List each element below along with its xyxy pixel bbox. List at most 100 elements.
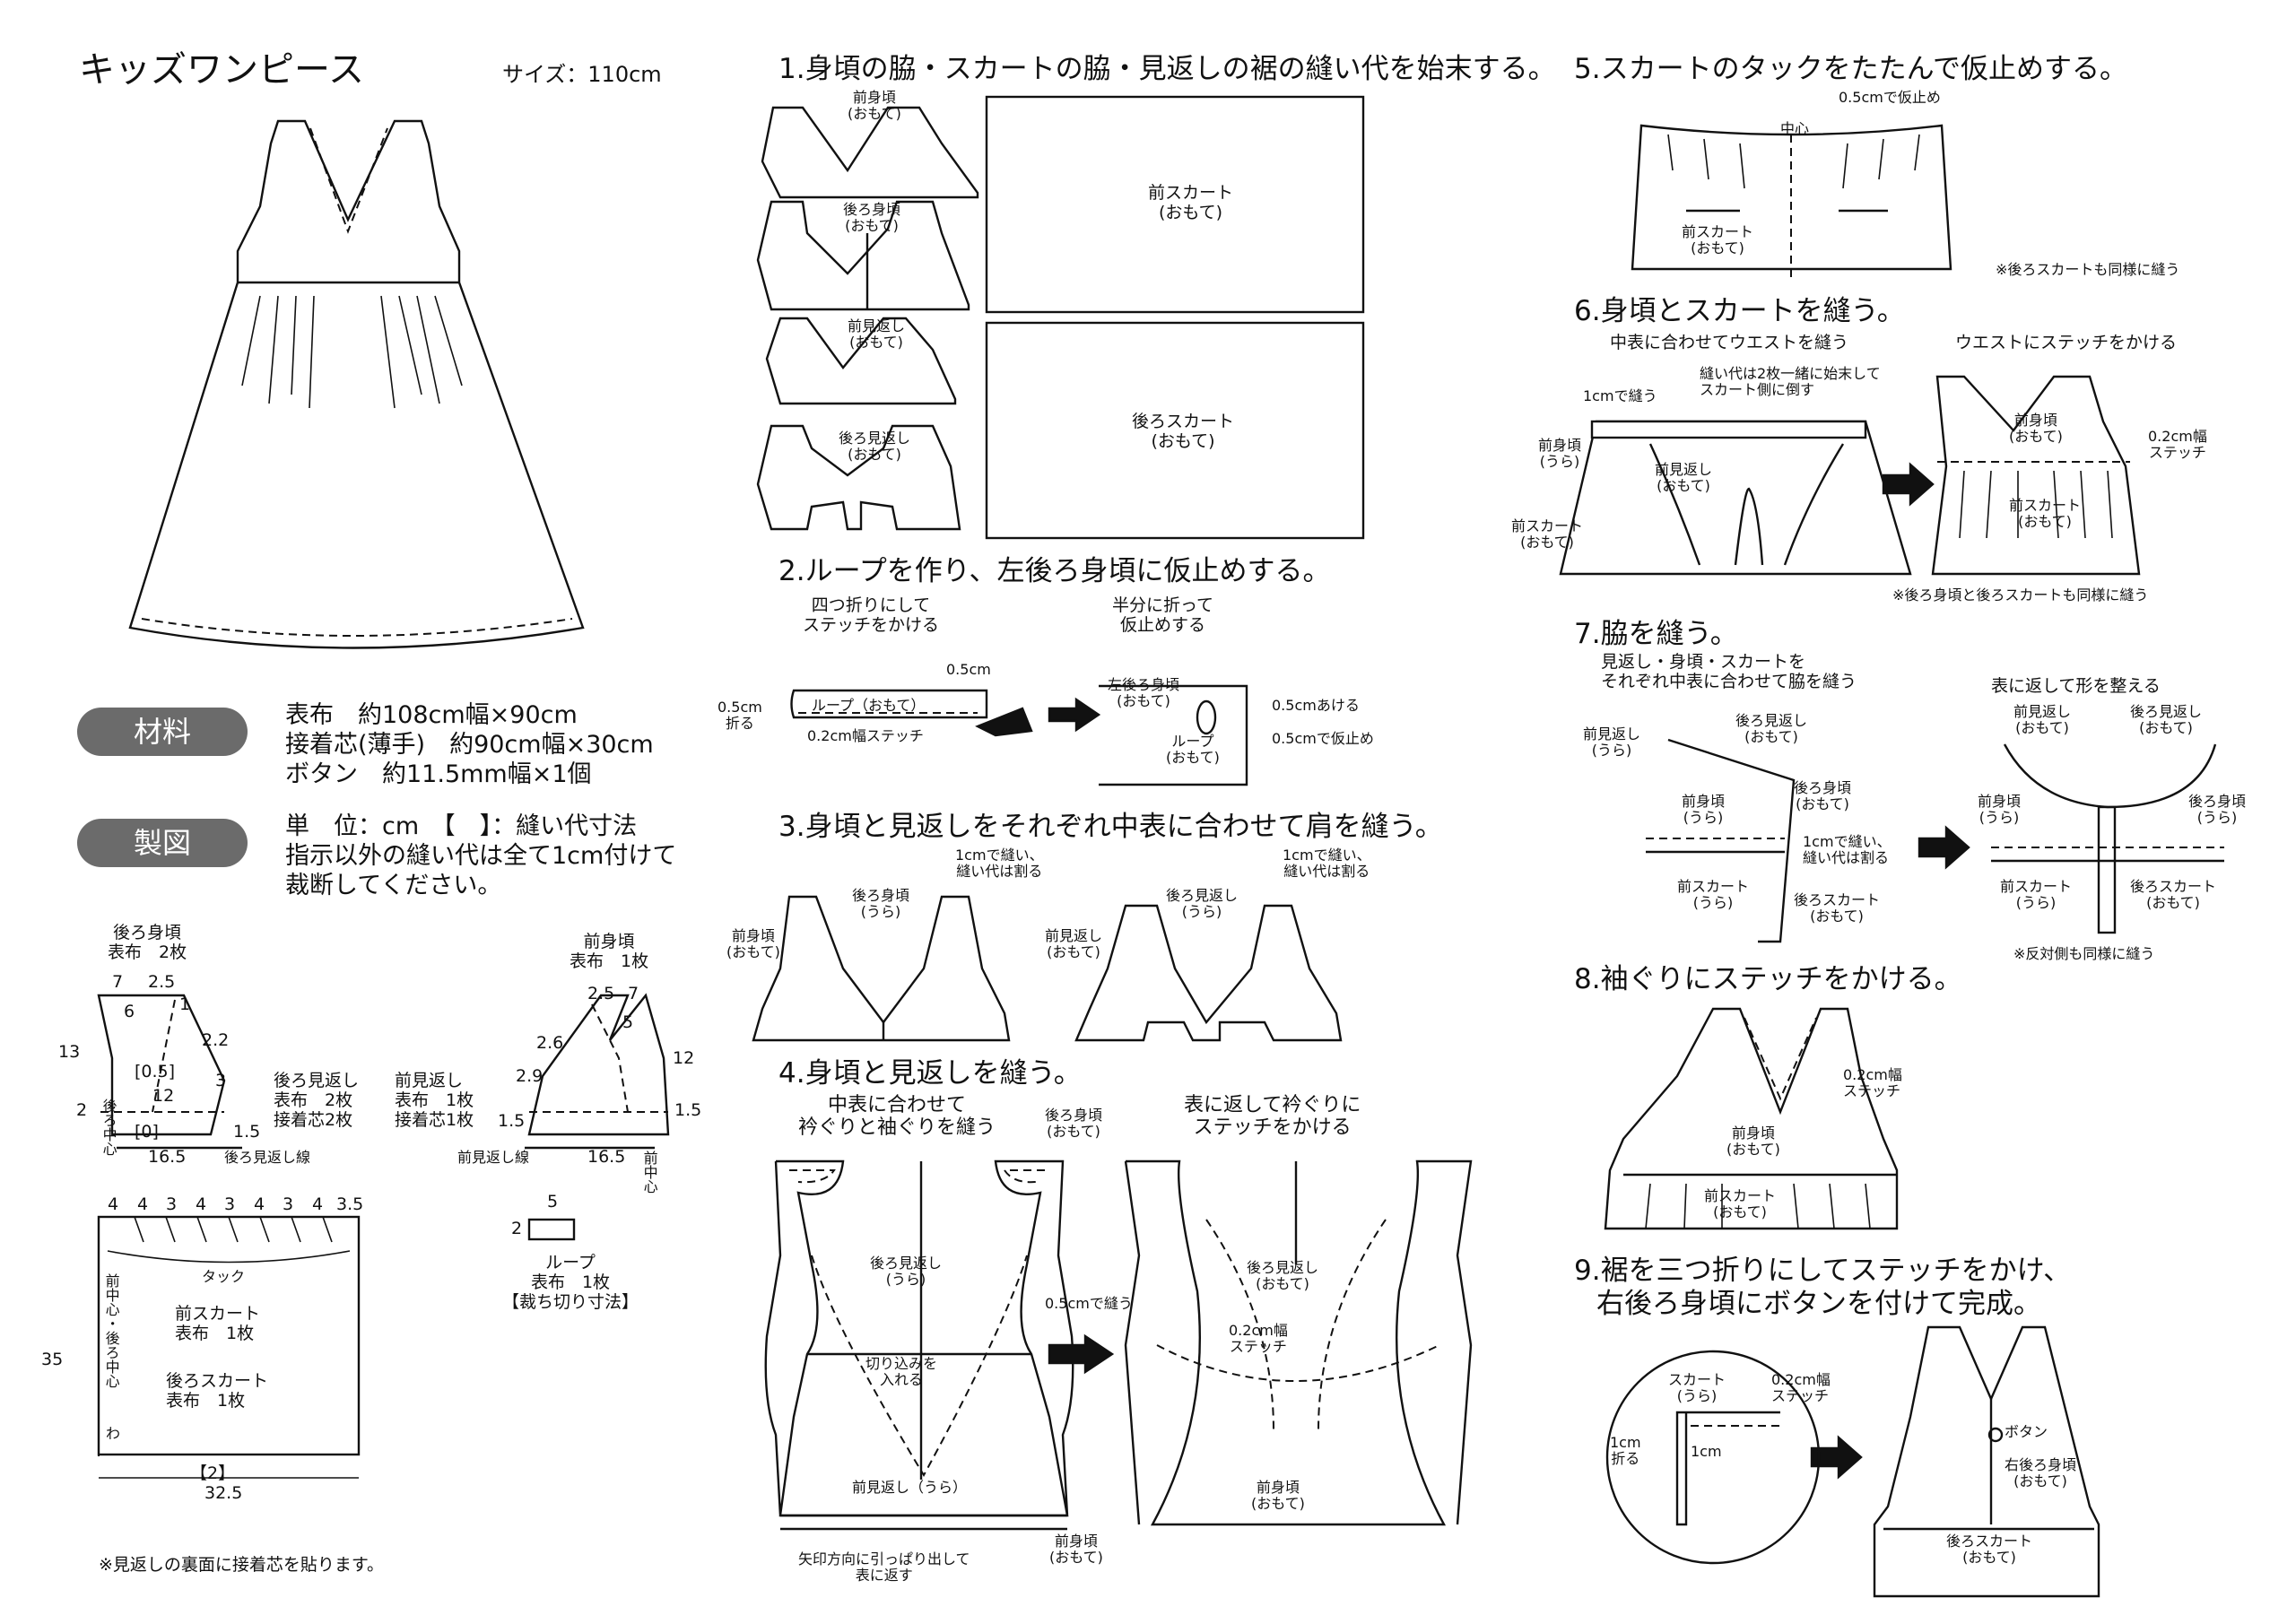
s8-front-bodice: 前身頃 (おもて): [1726, 1125, 1780, 1158]
dress-illustration: [128, 119, 585, 649]
tuck-2: 3: [166, 1194, 178, 1214]
step3-illus: [752, 895, 1343, 1042]
s7-front-bodice: 前身頃 (うら): [1682, 793, 1726, 826]
back-skirt-pattern-label: 後ろスカート 表布 1枚: [166, 1371, 269, 1411]
arrows: [1048, 462, 1970, 1480]
s6-front-skirt2: 前スカート (おもて): [2009, 497, 2082, 530]
dim-2: 2: [76, 1100, 88, 1120]
s2-05: 0.5cm: [946, 661, 991, 678]
pattern-badge: 製図: [77, 819, 248, 867]
s3-front-bodice: 前身頃 (おもて): [726, 927, 780, 960]
size-label: サイズ：110cm: [502, 62, 662, 87]
s7-back-facing: 後ろ見返し (おもて): [1735, 712, 1808, 745]
s6-stitch: 0.2cm幅 ステッチ: [2148, 428, 2207, 461]
tuck-6: 3: [283, 1194, 294, 1214]
s5-note: ※後ろスカートも同様に縫う: [1996, 261, 2180, 278]
s9-button: ボタン: [2005, 1423, 2048, 1440]
s4-front-bodice2: 前身頃 (おもて): [1251, 1479, 1305, 1512]
s6-a: 中表に合わせてウエストを縫う: [1610, 333, 1849, 352]
dim-3: 3: [215, 1071, 227, 1090]
dim-0: [0]: [135, 1122, 159, 1142]
tuck-4: 3: [224, 1194, 236, 1214]
dim-2-5: 2.5: [148, 972, 176, 992]
s3-sew1: 1cmで縫い、 縫い代は割る: [955, 847, 1044, 880]
s3-back-bodice: 後ろ身頃 (うら): [852, 887, 910, 920]
pattern-unit: 単 位：cm 【 】：縫い代寸法: [285, 812, 638, 840]
s7-back-skirt: 後ろスカート (おもて): [1794, 891, 1881, 925]
s4-b: 表に返して衿ぐりに ステッチをかける: [1184, 1094, 1361, 1140]
tuck-5: 4: [254, 1194, 265, 1214]
pattern-note2: 裁断してください。: [285, 872, 502, 899]
s5-tack: 0.5cmで仮止め: [1839, 89, 1941, 106]
s9-1cm: 1cm: [1691, 1443, 1722, 1460]
s3-sew1b: 1cmで縫い、 縫い代は割る: [1283, 847, 1371, 880]
material-button: ボタン 約11.5mm幅×1個: [285, 760, 592, 788]
step5-illus: [1631, 124, 1952, 278]
dim-f-7: 7: [628, 984, 639, 1003]
s7-back-bodice: 後ろ身頃 (おもて): [1794, 779, 1852, 812]
step-8: 8.袖ぐりにステッチをかける。: [1574, 963, 1962, 995]
tuck-label: タック: [202, 1268, 246, 1285]
dim-2-6: 2.6: [536, 1033, 564, 1053]
s4-sew05: 0.5cmで縫う: [1045, 1295, 1133, 1312]
step9-illus: [1605, 1325, 2100, 1598]
s2-fold4: 四つ折りにして ステッチをかける: [803, 595, 940, 635]
s7-a: 見返し・身頃・スカートを それぞれ中表に合わせて脇を縫う: [1601, 652, 1857, 691]
dim-16-5: 16.5: [148, 1147, 187, 1167]
s4-back-bodice: 後ろ身頃 (おもて): [1045, 1107, 1103, 1140]
front-facing-line-label: 前見返し線: [457, 1149, 530, 1166]
s1-back-bodice: 後ろ身頃 (おもて): [843, 201, 901, 234]
s7-front-bodice2: 前身頃 (うら): [1978, 793, 2022, 826]
dim-2-9: 2.9: [516, 1066, 544, 1086]
s7-b: 表に返して形を整える: [1991, 676, 2161, 696]
dim-f-16-5: 16.5: [587, 1147, 626, 1167]
s7-sew1: 1cmで縫い、 縫い代は割る: [1803, 833, 1892, 866]
back-center-label: 後ろ中心: [100, 1099, 117, 1156]
step1-pieces: [756, 95, 1365, 540]
material-interfacing: 接着芯(薄手) 約90cm幅×30cm: [285, 731, 654, 759]
dim-2-2: 2.2: [202, 1030, 230, 1050]
s4-a: 中表に合わせて 衿ぐりと袖ぐりを縫う: [798, 1094, 996, 1140]
s6-front-bodice: 前身頃 (うら): [1538, 437, 1582, 470]
s6-front-skirt: 前スカート (おもて): [1511, 517, 1584, 551]
dim-12-back: 12: [152, 1086, 175, 1106]
tuck-7: 4: [312, 1194, 324, 1214]
s7-back-skirt2: 後ろスカート (おもて): [2130, 878, 2217, 911]
step6-illus: [1559, 375, 2141, 576]
pattern-note1: 指示以外の縫い代は全て1cm付けて: [285, 842, 677, 870]
s1-back-facing: 後ろ見返し (おもて): [839, 430, 911, 463]
dim-13: 13: [58, 1042, 81, 1062]
s9-back-skirt: 後ろスカート (おもて): [1946, 1533, 2033, 1566]
s2-loop: ループ（おもて）: [812, 697, 926, 714]
loop-dim-2: 2: [511, 1219, 523, 1238]
dim-2b: 【2】: [190, 1463, 236, 1483]
s4-cut: 切り込みを 入れる: [865, 1355, 938, 1388]
loop-pattern-label: ループ 表布 1枚 【裁ち切り寸法】: [502, 1253, 639, 1312]
skirt-center-label: 前中心・後ろ中心: [102, 1273, 120, 1388]
back-facing-line-label: 後ろ見返し線: [224, 1149, 311, 1166]
dim-7: 7: [112, 972, 124, 992]
s7-back-bodice2: 後ろ身頃 (うら): [2188, 793, 2247, 826]
s5-front-skirt: 前スカート (おもて): [1682, 223, 1754, 256]
tuck-1: 4: [137, 1194, 149, 1214]
s2-gap05: 0.5cmあける: [1272, 697, 1360, 714]
materials-badge: 材料: [77, 708, 248, 756]
s7-front-skirt: 前スカート (うら): [1677, 878, 1750, 911]
dim-12: 12: [673, 1048, 695, 1068]
tuck-0: 4: [108, 1194, 119, 1214]
dim-f-1-5b: 1.5: [674, 1100, 702, 1120]
material-fabric: 表布 約108cm幅×90cm: [285, 701, 578, 729]
s7-front-facing: 前見返し (うら): [1583, 725, 1641, 759]
loop-pattern: [527, 1218, 576, 1241]
step-1: 1.身頃の脇・スカートの脇・見返しの裾の縫い代を始末する。: [778, 53, 1556, 85]
s1-back-skirt: 後ろスカート (おもて): [1132, 412, 1235, 451]
s6-sew1: 1cmで縫う: [1583, 387, 1657, 404]
s4-stitch: 0.2cm幅 ステッチ: [1229, 1322, 1288, 1355]
interfacing-note: ※見返しの裏面に接着芯を貼ります。: [99, 1555, 385, 1575]
tuck-3: 4: [196, 1194, 207, 1214]
s2-fold-half: 半分に折って 仮止めする: [1112, 595, 1214, 635]
s7-front-skirt2: 前スカート (うら): [2000, 878, 2073, 911]
back-bodice-label: 後ろ身頃 表布 2枚: [108, 923, 187, 962]
back-bodice-pattern: [97, 994, 242, 1150]
s7-front-facing2: 前見返し (おもて): [2013, 703, 2072, 736]
